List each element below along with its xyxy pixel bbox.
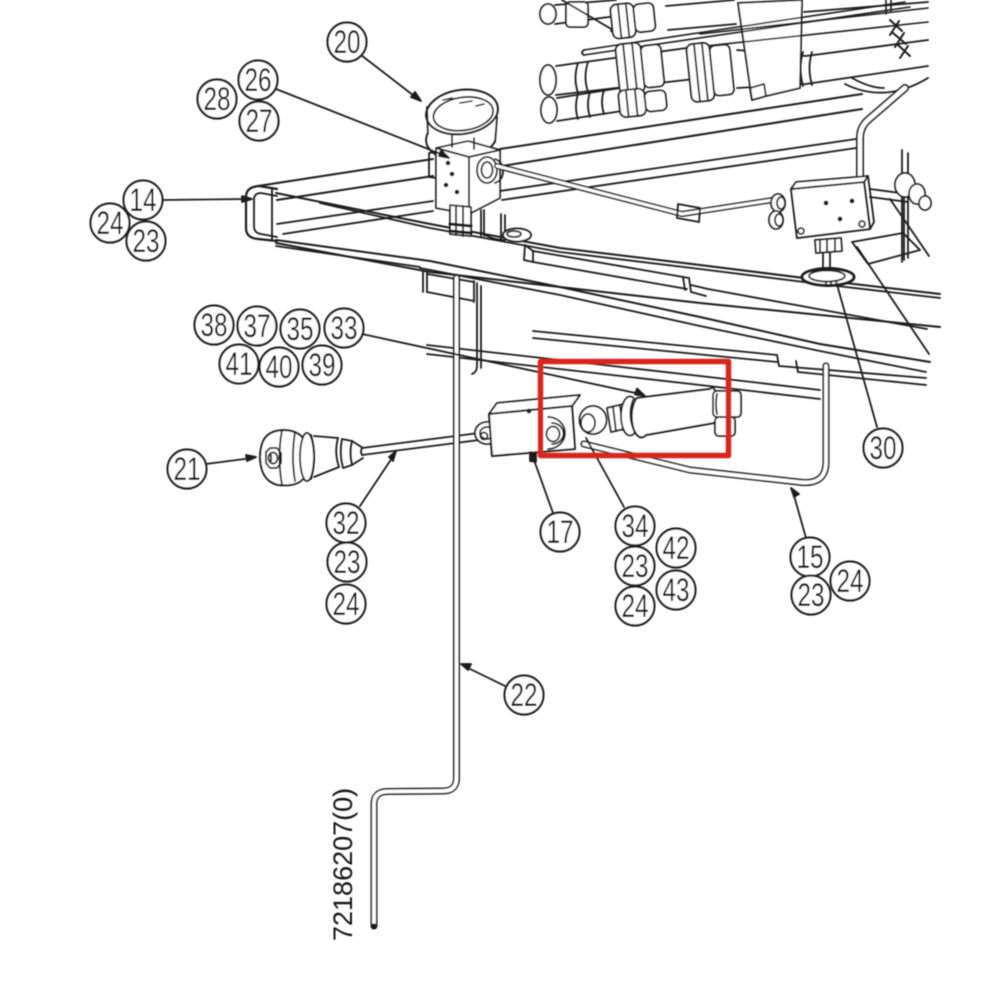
svg-text:15: 15 <box>797 539 824 575</box>
svg-text:72186207(0): 72186207(0) <box>328 788 358 941</box>
svg-text:24: 24 <box>333 586 360 622</box>
svg-text:38: 38 <box>201 307 228 343</box>
svg-text:27: 27 <box>246 103 273 139</box>
svg-text:23: 23 <box>798 577 825 613</box>
svg-text:39: 39 <box>309 347 336 383</box>
svg-text:41: 41 <box>226 346 253 382</box>
svg-text:17: 17 <box>547 514 574 550</box>
svg-text:22: 22 <box>511 677 538 713</box>
svg-text:24: 24 <box>97 205 124 241</box>
svg-text:28: 28 <box>204 81 231 117</box>
svg-text:35: 35 <box>287 311 314 347</box>
svg-text:23: 23 <box>133 223 160 259</box>
svg-text:30: 30 <box>870 430 897 466</box>
svg-text:23: 23 <box>334 544 361 580</box>
svg-text:26: 26 <box>245 62 272 98</box>
svg-text:34: 34 <box>622 508 649 544</box>
svg-text:32: 32 <box>333 505 360 541</box>
svg-text:14: 14 <box>130 182 157 218</box>
svg-text:23: 23 <box>622 548 649 584</box>
svg-text:20: 20 <box>334 24 361 60</box>
svg-text:24: 24 <box>837 563 864 599</box>
svg-text:37: 37 <box>244 308 271 344</box>
svg-text:43: 43 <box>663 572 690 608</box>
svg-text:24: 24 <box>622 588 649 624</box>
svg-text:42: 42 <box>663 530 690 566</box>
svg-text:21: 21 <box>174 451 201 487</box>
svg-text:33: 33 <box>331 310 358 346</box>
svg-text:40: 40 <box>266 349 293 385</box>
